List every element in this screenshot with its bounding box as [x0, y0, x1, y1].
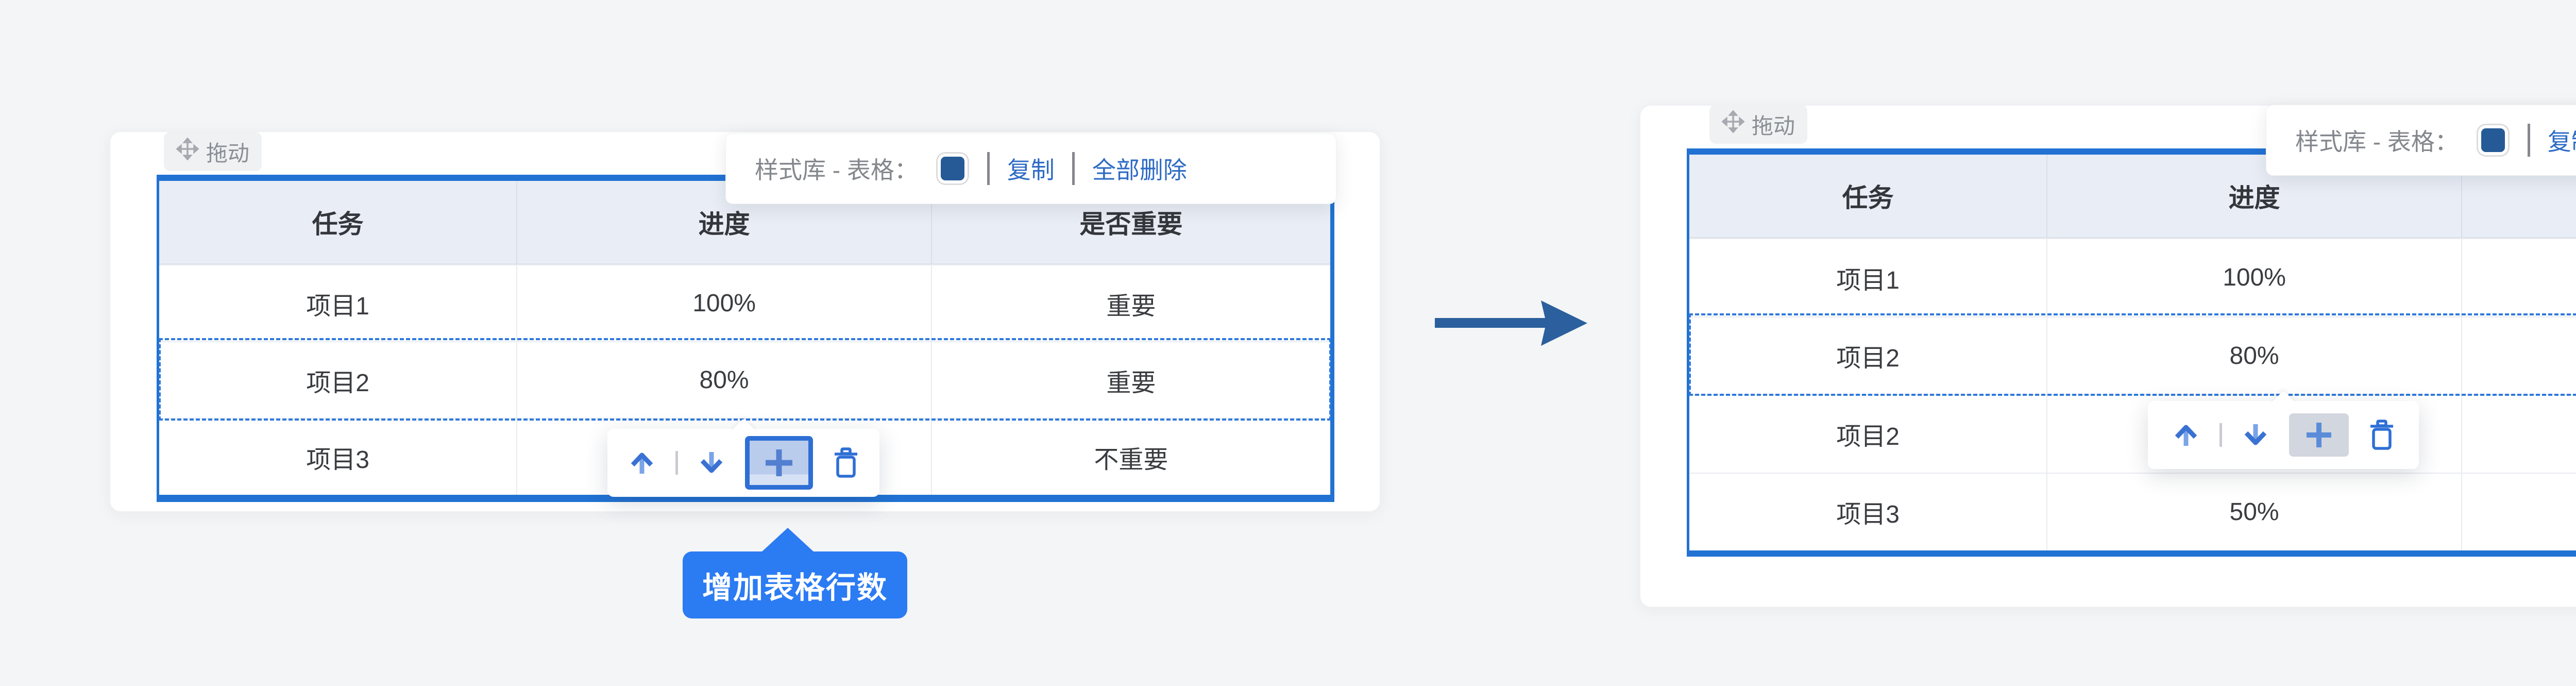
table-cell[interactable]: 80%: [516, 342, 931, 418]
color-swatch[interactable]: [940, 157, 964, 180]
divider: [675, 451, 678, 475]
copy-button[interactable]: 复制: [2547, 128, 2576, 155]
delete-all-button[interactable]: 全部删除: [1092, 157, 1187, 183]
tooltip-caret: [761, 528, 815, 553]
table-row-selected: 项目2 80% 重要: [159, 341, 1330, 418]
delete-row-button[interactable]: [2367, 419, 2396, 451]
copy-button[interactable]: 复制: [1007, 157, 1055, 183]
header-cell[interactable]: 任务: [1842, 183, 1894, 212]
color-swatch[interactable]: [2481, 128, 2505, 152]
table-cell[interactable]: 50%: [2046, 473, 2461, 550]
drag-handle[interactable]: 拖动: [1709, 105, 1807, 144]
table-cell[interactable]: 重要: [2461, 239, 2576, 316]
move-icon: [176, 137, 199, 165]
table-row: 项目3 50% 不重要: [1689, 472, 2576, 550]
move-row-down-button[interactable]: [697, 448, 726, 478]
table-row: 项目1 100% 重要: [1689, 238, 2576, 316]
table-cell[interactable]: 不重要: [930, 419, 1330, 495]
style-toolbar: 样式库 - 表格： 复制 全部删除: [725, 133, 1336, 204]
drag-label: 拖动: [1751, 113, 1795, 138]
table-cell[interactable]: 重要: [930, 265, 1330, 341]
header-cell[interactable]: 是否重要: [2461, 155, 2576, 237]
table-cell[interactable]: [516, 419, 931, 495]
move-row-up-button[interactable]: [2171, 420, 2201, 450]
toolbar-title: 样式库 - 表格：: [755, 157, 918, 183]
tooltip-label: 增加表格行数: [702, 571, 888, 605]
add-row-button[interactable]: [744, 436, 813, 490]
header-cell[interactable]: 是否重要: [930, 181, 1330, 263]
move-row-down-button[interactable]: [2241, 420, 2270, 450]
row-selection-outline: [1689, 313, 2576, 396]
row-actions-popup: [2148, 401, 2419, 469]
table-cell[interactable]: 项目3: [306, 446, 369, 474]
drag-handle[interactable]: 拖动: [164, 132, 262, 171]
table-cell[interactable]: 项目1: [1836, 266, 1900, 294]
header-cell[interactable]: 任务: [312, 210, 364, 239]
row-actions-popup: [607, 429, 879, 497]
toolbar-title: 样式库 - 表格：: [2295, 128, 2459, 155]
divider: [2219, 423, 2222, 447]
row-selection-outline: [159, 338, 1331, 421]
table-cell[interactable]: 重要: [930, 342, 1330, 418]
table-cell[interactable]: 项目2: [1836, 345, 1900, 373]
table-cell[interactable]: 100%: [2046, 239, 2461, 316]
transition-arrow: [1435, 297, 1589, 352]
table-row: 项目1 100% 重要: [159, 264, 1330, 341]
divider: [987, 152, 990, 185]
delete-row-button[interactable]: [832, 447, 860, 479]
divider: [2527, 124, 2530, 157]
add-row-button[interactable]: [2289, 413, 2349, 457]
header-cell[interactable]: 进度: [2046, 155, 2461, 237]
table-cell[interactable]: 重要: [2461, 395, 2576, 473]
table-cell[interactable]: 重要: [2461, 317, 2576, 394]
table-cell[interactable]: 80%: [2046, 317, 2461, 394]
table-cell[interactable]: [2046, 395, 2461, 473]
drag-label: 拖动: [206, 141, 249, 165]
table-row-selected: 项目2 80% 重要: [1689, 316, 2576, 394]
table-cell[interactable]: 项目2: [1836, 423, 1900, 450]
table-cell[interactable]: 不重要: [2461, 473, 2576, 550]
table-cell[interactable]: 项目1: [306, 292, 369, 320]
move-icon: [1721, 110, 1745, 138]
table-cell[interactable]: 项目3: [1836, 501, 1900, 529]
tooltip-add-row: 增加表格行数: [683, 528, 907, 618]
divider: [1072, 152, 1075, 185]
style-toolbar: 样式库 - 表格： 复制 全部删除: [2266, 105, 2576, 176]
table-cell[interactable]: 100%: [516, 265, 931, 341]
move-row-up-button[interactable]: [627, 448, 657, 478]
table-row-new: 项目2 重要: [1689, 394, 2576, 473]
table-cell[interactable]: 项目2: [306, 369, 369, 397]
header-cell[interactable]: 进度: [516, 181, 931, 263]
